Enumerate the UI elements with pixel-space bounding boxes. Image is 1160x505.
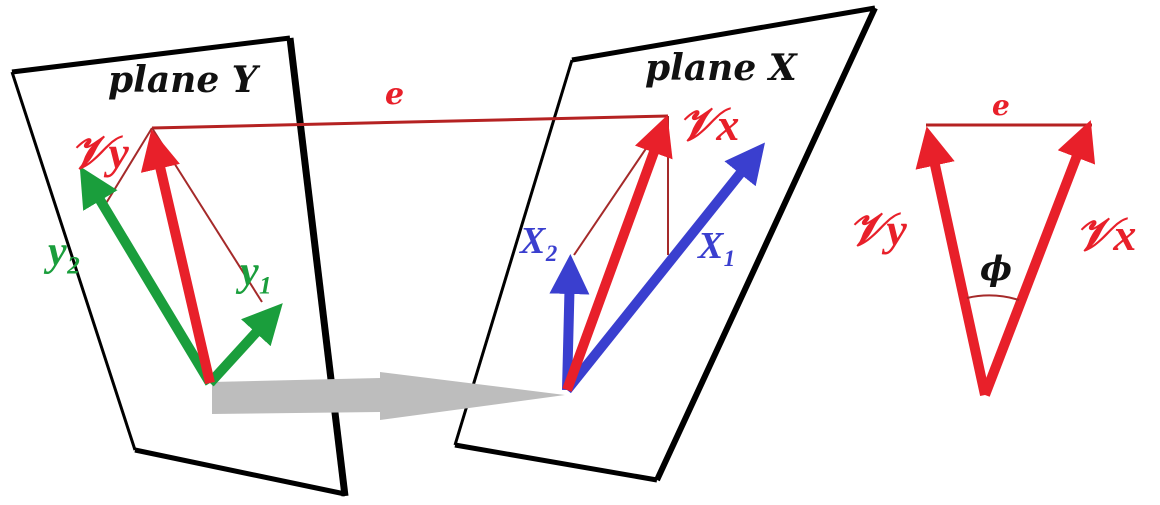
mapping-arrow xyxy=(212,372,565,420)
plane-y-edge-bottom xyxy=(134,447,346,497)
plane-y-edge-left xyxy=(10,71,137,451)
plane-y-edge-top xyxy=(11,35,291,75)
plane-x xyxy=(453,5,878,483)
y1-label: y₁ xyxy=(235,249,273,295)
triangle-vx-arrow xyxy=(980,120,1096,397)
vector-y1-arrow xyxy=(206,303,283,387)
plane-x-edge-top xyxy=(571,5,876,63)
vx-label: 𝒱x xyxy=(678,99,739,150)
vector-y2-arrow xyxy=(79,166,215,386)
plane-y xyxy=(10,35,349,497)
x2-label: X₂ xyxy=(519,220,559,262)
error-line xyxy=(151,114,669,130)
vector-vy-arrow xyxy=(140,129,215,385)
triangle-vy-arrow xyxy=(915,126,990,397)
plane-y-edge-right xyxy=(286,37,349,497)
x1-label: X₁ xyxy=(697,225,737,267)
plane-x-label: plane X xyxy=(645,47,799,89)
plane-x-edge-bottom xyxy=(454,442,658,483)
vector-vx-arrow xyxy=(562,114,673,392)
vector-x2-arrow xyxy=(549,254,590,391)
plane-x-edge-right xyxy=(654,6,878,482)
vector-x1-arrow xyxy=(563,142,765,394)
vy-label: 𝒱y xyxy=(70,127,129,178)
triangle-vy-label: 𝒱y xyxy=(848,204,907,255)
angle-triangle xyxy=(915,120,1096,397)
plane-x-edge-left xyxy=(453,59,574,446)
angle-label: ϕ xyxy=(980,249,1012,289)
triangle-error-label: e xyxy=(992,89,1010,122)
plane-y-label: plane Y xyxy=(108,59,261,101)
error-label: e xyxy=(385,77,404,112)
triangle-vx-label: 𝒱x xyxy=(1075,209,1136,260)
y2-label: y₂ xyxy=(43,229,81,275)
angle-arc xyxy=(966,294,1020,301)
